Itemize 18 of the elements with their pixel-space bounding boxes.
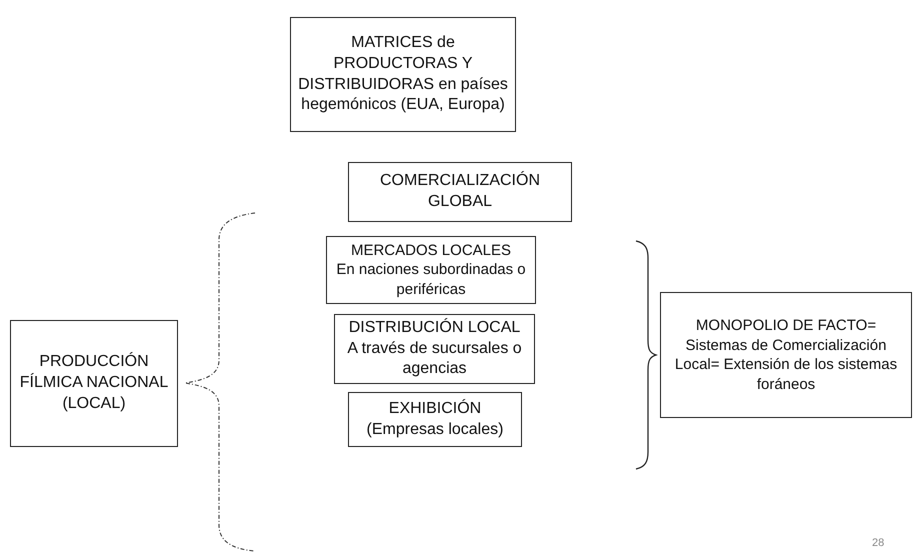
box-heading: EXHIBICIÓN [388,398,482,419]
text-box [660,292,912,418]
box-heading: DISTRIBUCIÓN LOCAL [348,318,520,338]
text-box [10,320,178,447]
text-box [326,236,536,304]
box-text: (Empresas locales) [366,420,504,440]
text-box [290,17,516,132]
box-text: PRODUCCIÓN FÍLMICA NACIONAL (LOCAL) [18,352,170,414]
text-box [334,314,535,384]
page-number: 28 [872,538,884,549]
text-box [348,392,522,447]
text-box [348,162,572,222]
box-text: En naciones subordinadas o periféricas [335,260,527,300]
box-heading: MERCADOS LOCALES [350,240,512,260]
box-text: MONOPOLIO DE FACTO= Sistemas de Comercialización Local= Extensión de los sistemas foráneos [674,316,898,394]
box-text: COMERCIALIZACIÓN GLOBAL [378,171,541,212]
box-text: A través de sucursales o agencias [346,338,523,380]
box-text: MATRICES de PRODUCTORAS Y DISTRIBUIDORAS en países hegemónicos (EUA, Europa) [297,32,509,116]
